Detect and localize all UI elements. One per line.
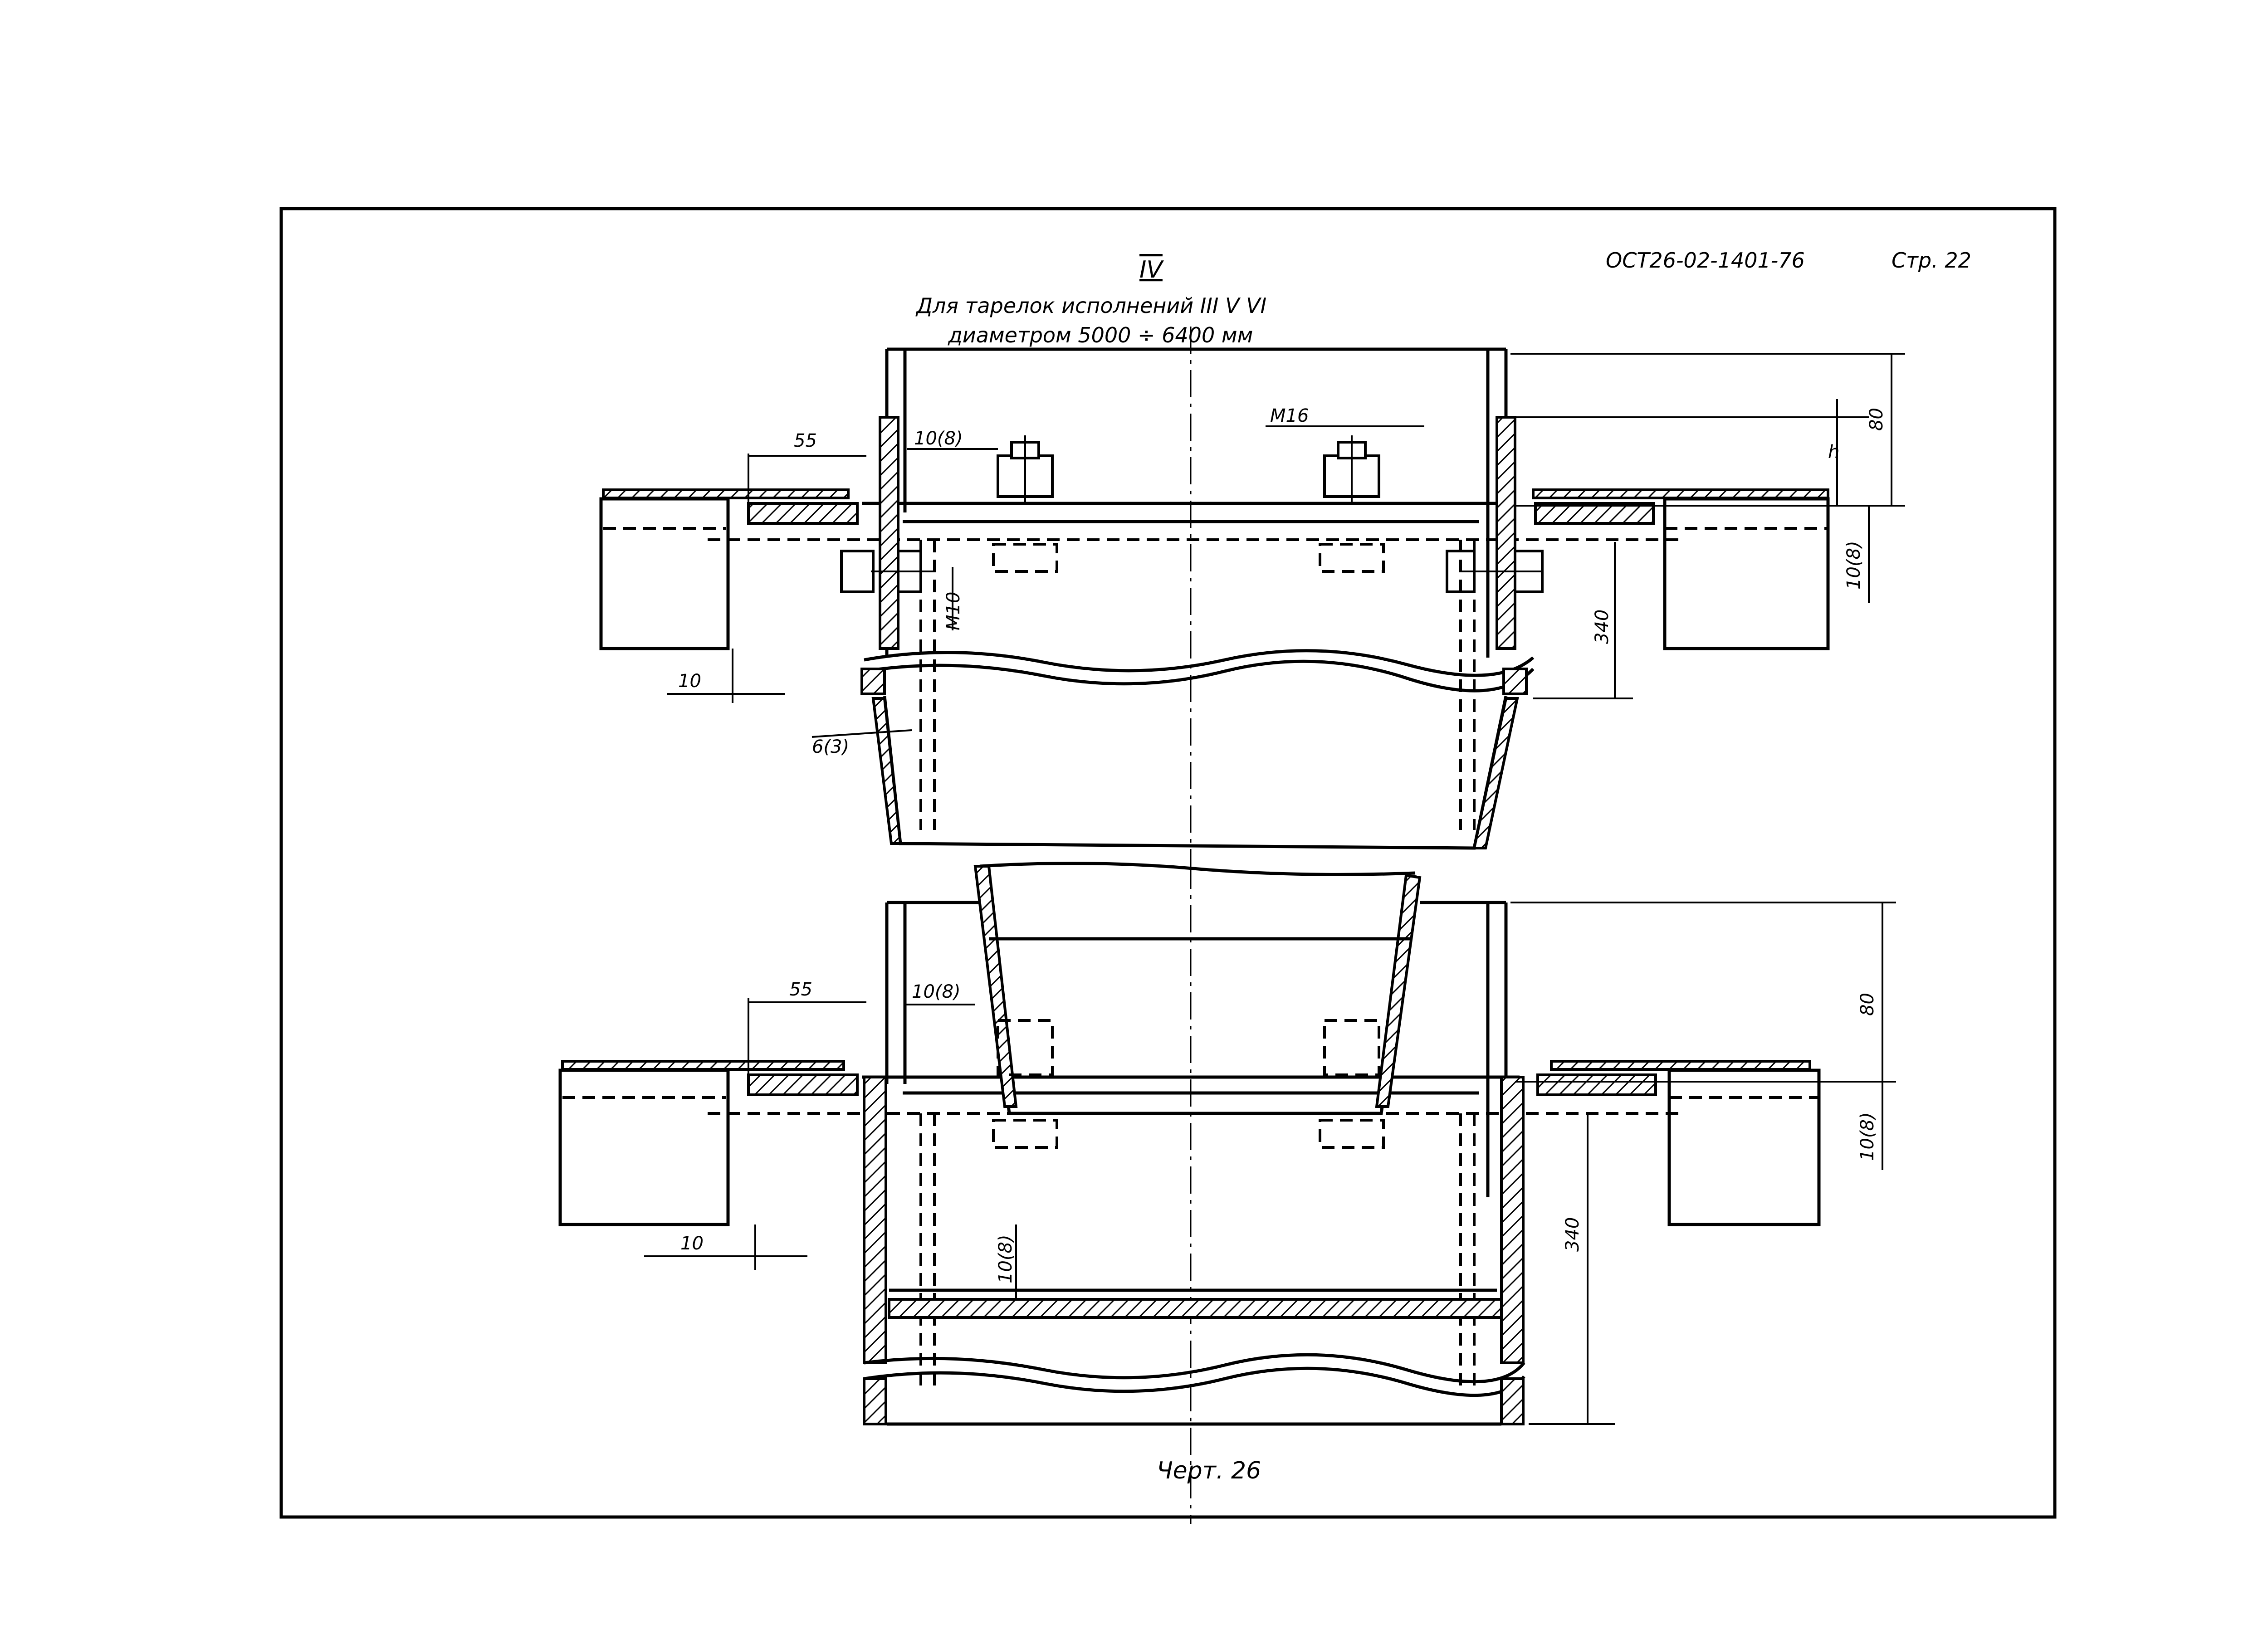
nut-left-bottom <box>992 1119 1058 1149</box>
nut-left <box>992 543 1058 573</box>
dim-10-8-bottom: 10(8) <box>912 981 961 1002</box>
side-flange-left <box>879 416 899 650</box>
tray-beam-left-bottom <box>558 1068 730 1226</box>
dim-10-8-right-bottom: 10(8) <box>1857 1112 1878 1161</box>
lower-ring-left <box>863 1377 887 1425</box>
dim-340-bottom: 340 <box>1562 1217 1583 1252</box>
drawing-caption: Черт. 26 <box>1157 1457 1261 1484</box>
page-number: Стр. 22 <box>1892 248 1971 273</box>
side-wall-left-bottom <box>863 1076 887 1364</box>
bolt-left-bottom <box>997 1019 1054 1076</box>
downcomer-skirt <box>883 696 1508 850</box>
dim-80-top: 80 <box>1866 408 1887 431</box>
bolt-m10-left <box>840 550 934 593</box>
tray-plate-right-bottom <box>1550 1060 1811 1071</box>
dim-m16-top: M16 <box>1270 405 1309 426</box>
tray-plate-left-bottom <box>561 1060 845 1071</box>
side-wall-right-bottom <box>1500 1076 1525 1364</box>
lower-ring-right <box>1500 1377 1525 1425</box>
side-flange-right <box>1496 416 1516 650</box>
dim-h-top: h <box>1828 442 1839 463</box>
dim-10-8-inner: 10(8) <box>995 1234 1016 1283</box>
bottom-view: 55 10(8) 80 10(8) 10(8) 340 10 <box>558 862 1896 1524</box>
clamp-bar-left-bottom <box>747 1073 859 1096</box>
clamp-bar-left <box>747 502 859 525</box>
dim-10-8-right-top: 10(8) <box>1843 541 1864 590</box>
lower-flange-right <box>1502 668 1528 695</box>
tray-plate-left <box>602 488 850 499</box>
bolt-m16-left <box>997 435 1054 503</box>
header-line-2: диаметром 5000 ÷ 6400 мм <box>948 323 1253 347</box>
dim-55-top: 55 <box>794 430 817 451</box>
bolt-right-bottom <box>1323 1019 1380 1076</box>
bottom-plate <box>888 1298 1503 1319</box>
tray-beam-left <box>599 497 730 650</box>
clamp-bar-right <box>1534 502 1655 525</box>
tray-beam-right <box>1663 497 1830 650</box>
lower-flange-left <box>860 668 886 695</box>
header-line-1: Для тарелок исполнений III V VI <box>915 293 1266 318</box>
break-line-bottom <box>864 1353 1525 1384</box>
top-view: 55 10(8) M16 h 80 10(8) M10 340 10 6(3) <box>599 327 1905 880</box>
dim-55-bottom: 55 <box>789 979 812 1000</box>
break-line-top <box>864 649 1535 677</box>
dim-340-top: 340 <box>1592 610 1613 644</box>
drawing-frame <box>279 207 2057 1519</box>
dim-10-bottom: 10 <box>680 1233 704 1254</box>
tray-beam-right-bottom <box>1667 1068 1821 1226</box>
nut-right <box>1319 543 1385 573</box>
dim-10-8-top: 10(8) <box>914 428 963 449</box>
tray-plate-right <box>1532 488 1829 499</box>
dim-6-3-top: 6(3) <box>812 737 849 757</box>
dim-80-bottom: 80 <box>1857 993 1878 1016</box>
dim-10-top: 10 <box>678 671 701 692</box>
view-numeral: IV <box>1139 256 1164 283</box>
standard-number: ОСТ26-02-1401-76 <box>1606 248 1805 273</box>
bolt-m16-right <box>1323 435 1380 503</box>
clamp-bar-right-bottom <box>1536 1073 1657 1096</box>
nut-right-bottom <box>1319 1119 1385 1149</box>
